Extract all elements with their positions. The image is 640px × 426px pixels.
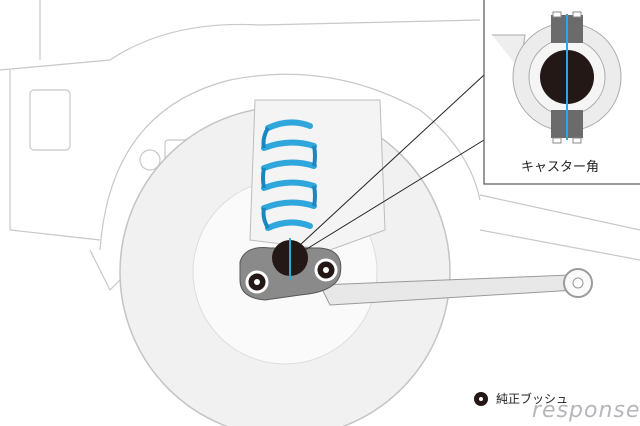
legend-label: 純正ブッシュ bbox=[496, 392, 569, 406]
vehicle-body-outline bbox=[0, 0, 640, 292]
coil-spring bbox=[261, 119, 317, 231]
legend: 純正ブッシュ bbox=[474, 390, 568, 407]
watermark: response. bbox=[532, 398, 640, 423]
bushing-legend-icon bbox=[474, 391, 488, 406]
inset-bushing-detail bbox=[492, 11, 622, 144]
caster-angle-label: キャスター角 bbox=[521, 160, 600, 175]
callout-lines bbox=[299, 74, 485, 251]
strut-housing bbox=[249, 99, 386, 251]
